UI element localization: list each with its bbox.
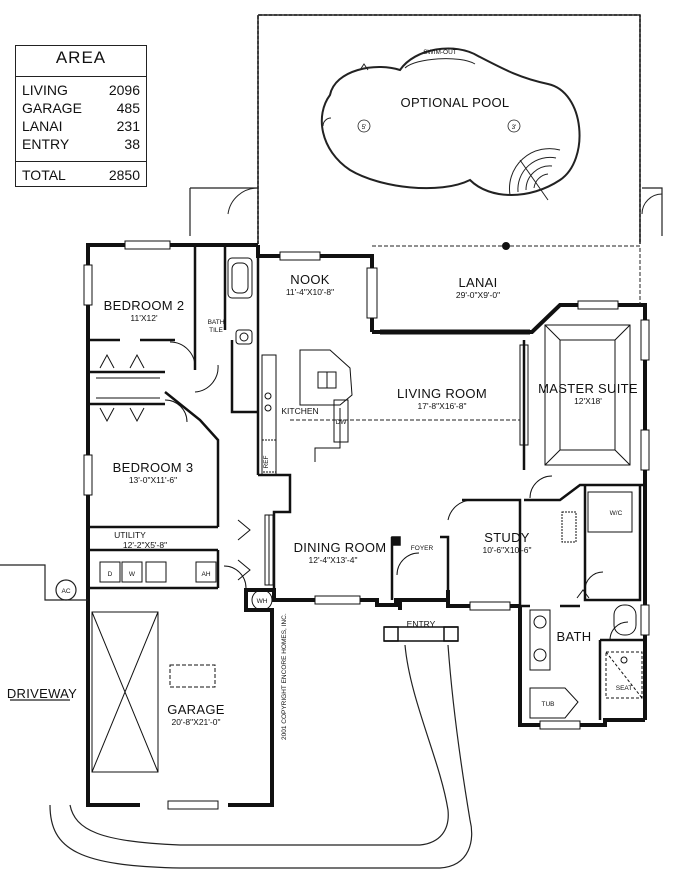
- windows: [83, 240, 650, 810]
- area-total-label: TOTAL: [22, 167, 66, 183]
- dim-living-room: 17'-8"X16'-8": [418, 401, 467, 411]
- pool-enclosure: [189, 14, 663, 244]
- area-row-value: 231: [116, 118, 140, 134]
- closet-shelves: [96, 377, 274, 586]
- label-depth-a: 5': [362, 124, 367, 131]
- label-garage: GARAGE: [167, 702, 224, 717]
- dim-utility: 12'-2"X5'-8": [123, 540, 167, 550]
- label-kitchen: KITCHEN: [281, 406, 318, 416]
- dim-lanai: 29'-0"X9'-0": [456, 290, 500, 300]
- area-row-living: LIVING 2096: [16, 81, 146, 99]
- area-row-value: 38: [124, 136, 140, 152]
- area-table: AREA LIVING 2096 GARAGE 485 LANAI 231 EN…: [15, 45, 147, 187]
- area-row-lanai: LANAI 231: [16, 117, 146, 135]
- dim-garage: 20'-8"X21'-0": [172, 717, 221, 727]
- label-driveway: DRIVEWAY: [7, 686, 77, 701]
- area-row-entry: ENTRY 38: [16, 135, 146, 153]
- label-study: STUDY: [484, 530, 530, 545]
- label-nook: NOOK: [290, 272, 330, 287]
- pool: [320, 47, 581, 201]
- area-row-value: 485: [116, 100, 140, 116]
- interior-walls: [88, 245, 645, 720]
- dim-bedroom3: 13'-0"X11'-6": [129, 475, 177, 485]
- label-washer: W: [129, 571, 136, 578]
- dim-nook: 11'-4"X10'-8": [286, 287, 334, 297]
- label-lanai: LANAI: [458, 275, 497, 290]
- sliding-doors: [380, 329, 530, 446]
- driveway: [0, 564, 473, 869]
- label-ref: REF: [263, 455, 270, 468]
- column-post: [502, 242, 510, 250]
- label-bath-tile-sub: TILE: [209, 327, 223, 334]
- label-dw: DW: [336, 419, 348, 426]
- room-labels: OPTIONAL POOL SWIM-OUT 5' 3' BEDROOM 2 1…: [7, 49, 638, 740]
- area-row-value: 2096: [108, 82, 140, 98]
- utility-fixtures: [99, 561, 273, 611]
- dim-bedroom2: 11'X12': [130, 313, 158, 323]
- area-row-label: LIVING: [22, 82, 68, 98]
- label-tub: TUB: [542, 701, 555, 708]
- label-bath-tile: BATH: [208, 319, 225, 326]
- area-row-label: LANAI: [22, 118, 63, 134]
- label-bath: BATH: [557, 629, 592, 644]
- area-row-garage: GARAGE 485: [16, 99, 146, 117]
- dim-study: 10'-6"X10'-6": [483, 545, 532, 555]
- label-ah: AH: [201, 571, 210, 578]
- label-dryer: D: [108, 571, 113, 578]
- area-row-total: TOTAL 2850: [16, 161, 146, 188]
- label-dining-room: DINING ROOM: [294, 540, 387, 555]
- kitchen-counters: [261, 349, 353, 476]
- dim-dining-room: 12'-4"X13'-4": [309, 555, 358, 565]
- label-wh: WH: [257, 598, 268, 605]
- label-master-suite: MASTER SUITE: [538, 381, 638, 396]
- label-bedroom3: BEDROOM 3: [113, 460, 194, 475]
- door-swings: [164, 341, 629, 641]
- copyright-note: 2001 COPYRIGHT ENCORE HOMES, INC.: [281, 613, 288, 740]
- label-swim-out: SWIM-OUT: [423, 49, 457, 56]
- garage-door: [91, 611, 216, 773]
- label-bedroom2: BEDROOM 2: [104, 298, 185, 313]
- master-suite-fixtures: [529, 324, 643, 719]
- hall-bath-fixtures: [227, 257, 253, 345]
- area-row-label: ENTRY: [22, 136, 70, 152]
- label-optional-pool: OPTIONAL POOL: [401, 95, 510, 110]
- label-ac: AC: [61, 588, 70, 595]
- label-foyer: FOYER: [411, 545, 434, 552]
- area-total-value: 2850: [108, 167, 140, 183]
- area-row-label: GARAGE: [22, 100, 82, 116]
- label-utility: UTILITY: [114, 530, 146, 540]
- entry-columns: [383, 536, 459, 642]
- area-table-title: AREA: [16, 46, 146, 77]
- dim-master-suite: 12'X18': [574, 396, 602, 406]
- label-wic: W/C: [610, 510, 623, 517]
- label-depth-b: 3': [512, 124, 517, 131]
- lanai-outline: [290, 245, 641, 421]
- closet-chevrons: [99, 353, 590, 599]
- label-entry: ENTRY: [407, 619, 436, 629]
- label-seat: SEAT: [616, 685, 633, 692]
- label-living-room: LIVING ROOM: [397, 386, 487, 401]
- pool-steps: [509, 148, 561, 201]
